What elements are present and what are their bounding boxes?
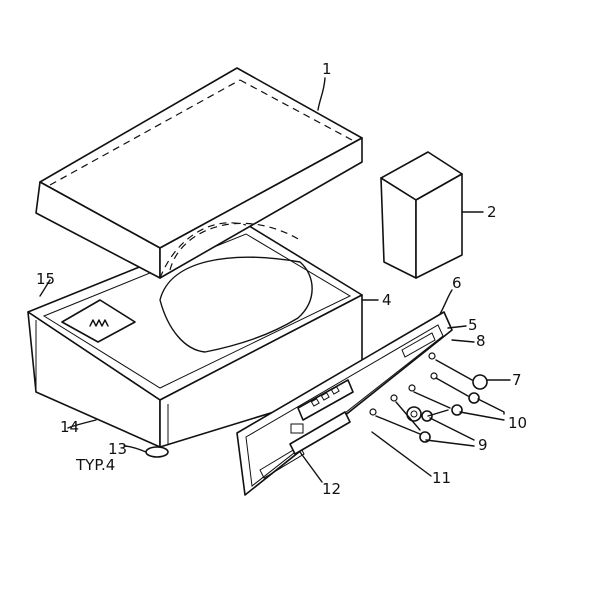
top-cover [35, 67, 363, 279]
front-panel-plate [236, 311, 453, 496]
callout-labels: 1 2 4 6 5 8 7 10 9 11 12 15 14 13 TYP.4 [36, 60, 527, 498]
panel-bracket [259, 445, 305, 479]
callout-14: 14 [60, 418, 79, 436]
callout-13-note: TYP.4 [75, 456, 115, 474]
panel-hole-1 [428, 352, 436, 360]
callout-2: 2 [487, 203, 497, 221]
cassette-slot-part [289, 411, 351, 455]
button-9b [421, 410, 433, 422]
callout-9: 9 [478, 436, 488, 454]
knob-7 [472, 374, 488, 390]
callout-10: 10 [508, 414, 527, 432]
knob-9a [406, 406, 422, 422]
button-10b [451, 404, 463, 416]
button-10a [468, 392, 480, 404]
small-parts [375, 359, 488, 443]
panel-hole-5 [369, 408, 377, 416]
callout-13: 13 [108, 440, 127, 458]
callout-7: 7 [512, 371, 522, 389]
callout-5: 5 [468, 316, 478, 334]
callout-6: 6 [452, 274, 462, 292]
callout-15: 15 [36, 270, 55, 288]
leader-lines [39, 77, 511, 483]
cover-side-lip [159, 137, 363, 279]
front-panel-border [245, 324, 444, 487]
block-side [415, 173, 463, 279]
front-panel [236, 311, 453, 496]
panel-hole-3 [408, 384, 416, 392]
callout-4: 4 [382, 291, 392, 309]
cabinet-box [27, 223, 363, 458]
panel-slot [401, 332, 436, 358]
block-part [380, 151, 463, 279]
callout-8: 8 [476, 332, 486, 350]
panel-hole-4 [390, 394, 398, 402]
callout-12: 12 [322, 480, 341, 498]
callout-11: 11 [432, 469, 451, 487]
callout-1: 1 [322, 60, 332, 78]
panel-hole-2 [430, 372, 438, 380]
cabinet-foot [145, 446, 169, 458]
cabinet-inner-mechanism [159, 256, 313, 353]
